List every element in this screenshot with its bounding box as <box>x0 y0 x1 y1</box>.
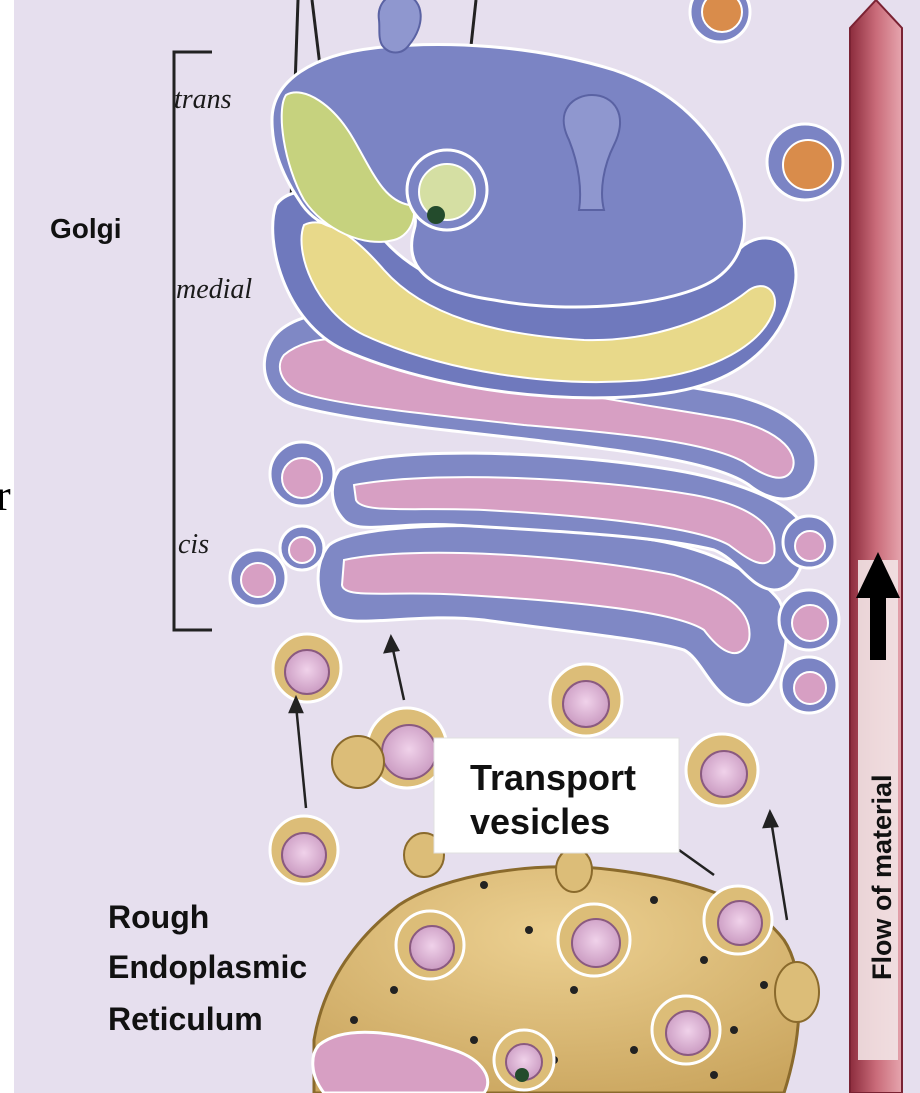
er-vesicle <box>558 904 630 976</box>
transport-vesicle <box>270 816 338 884</box>
golgi-diagram: Flow of material <box>14 0 920 1093</box>
er-vesicle <box>396 911 464 979</box>
transport-vesicle <box>332 736 384 788</box>
vesicle <box>767 124 843 200</box>
transport-vesicles-callout: Transport vesicles <box>434 738 679 853</box>
diagram-canvas: Flow of material <box>14 0 920 1093</box>
trans-label: trans <box>174 84 232 115</box>
flow-label: Flow of material <box>867 774 897 980</box>
rer-label-line2: Endoplasmic <box>108 949 307 985</box>
er-bud <box>556 848 592 892</box>
vesicle <box>230 550 286 606</box>
vesicle <box>781 657 837 713</box>
medial-label: medial <box>176 274 252 305</box>
transport-vesicle <box>686 734 758 806</box>
er-vesicle <box>494 1030 554 1090</box>
trans-budding-vesicle <box>407 150 487 230</box>
transport-vesicle <box>273 634 341 702</box>
cis-label: cis <box>178 529 209 560</box>
vesicle <box>779 590 839 650</box>
golgi-label: Golgi <box>50 213 122 244</box>
transport-label-line1: Transport <box>470 757 636 798</box>
transport-vesicle <box>550 664 622 736</box>
er-vesicle <box>704 886 772 954</box>
vesicle <box>270 442 334 506</box>
rer-label-line3: Reticulum <box>108 1001 263 1037</box>
er-bud <box>775 962 819 1022</box>
vesicle <box>280 526 324 570</box>
vesicle <box>783 516 835 568</box>
er-vesicle <box>652 996 720 1064</box>
rer-label-line1: Rough <box>108 899 209 935</box>
edge-glyph: r <box>0 470 11 521</box>
transport-label-line2: vesicles <box>470 801 610 842</box>
flow-arrow-bar: Flow of material <box>850 0 902 1093</box>
